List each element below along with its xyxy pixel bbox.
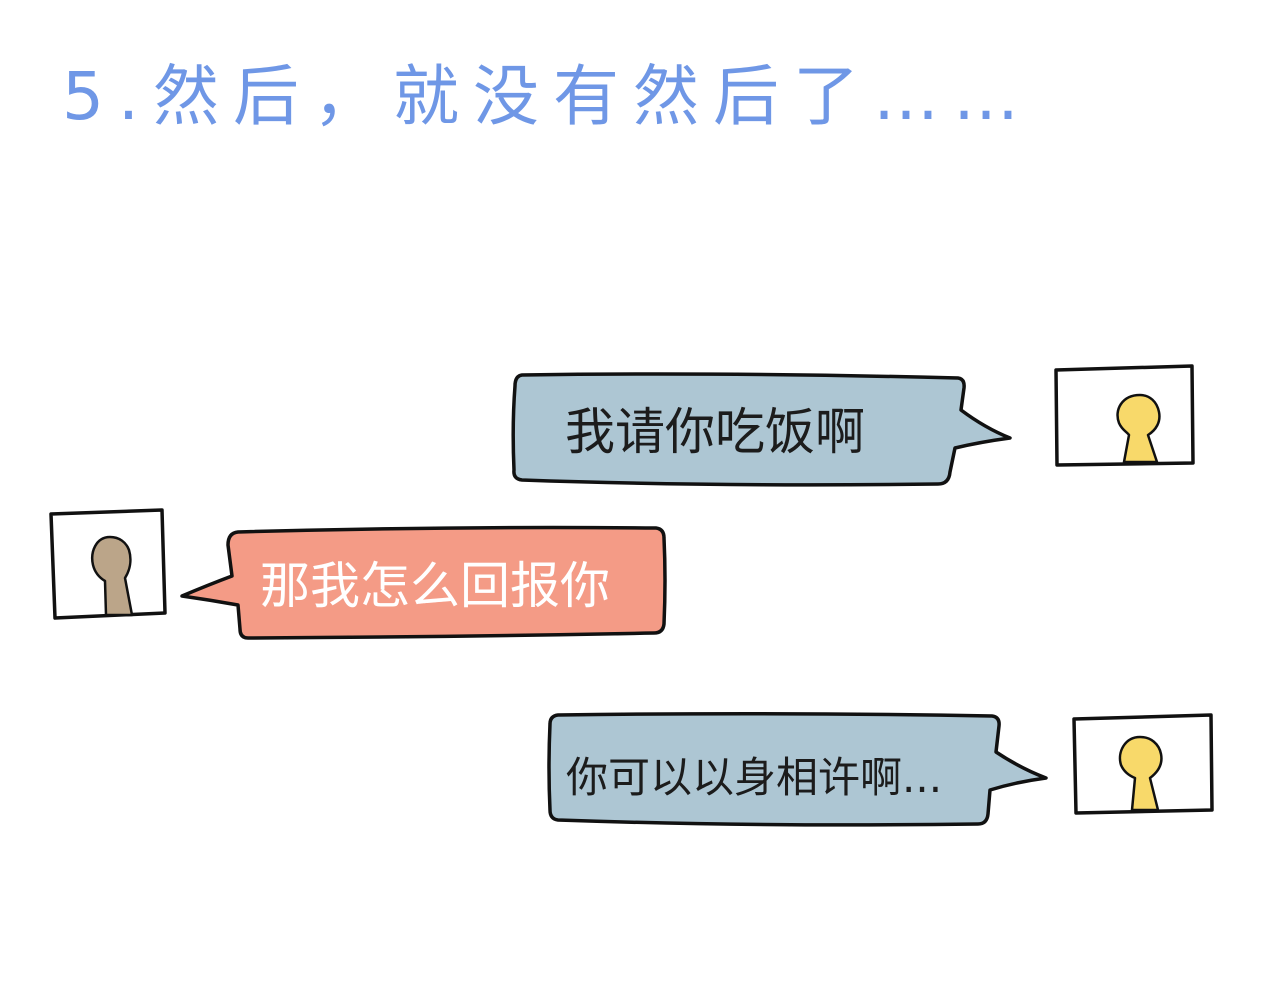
chat-bubble-1-shape: [511, 372, 1012, 487]
chat-message-3-text: 你可以以身相许啊...: [566, 753, 943, 802]
page-title: 5.然后，就没有然后了……: [62, 58, 1033, 135]
avatar-right-2: [1072, 713, 1214, 815]
avatar-left: [49, 508, 167, 620]
chat-bubble-3: [547, 711, 1048, 827]
chat-bubble-3-shape: [547, 711, 1048, 827]
avatar-figure-left: [91, 535, 134, 617]
chat-message-1-text: 我请你吃饭啊: [565, 403, 865, 461]
chat-message-2-text: 那我怎么回报你: [260, 557, 610, 615]
avatar-right-1: [1054, 364, 1195, 467]
chat-bubble-2-shape: [180, 525, 667, 640]
chat-bubble-2: [180, 525, 667, 640]
avatar-figure-right-2: [1118, 735, 1163, 812]
avatar-figure-right-1: [1116, 393, 1161, 464]
chat-bubble-1: [511, 372, 1012, 487]
